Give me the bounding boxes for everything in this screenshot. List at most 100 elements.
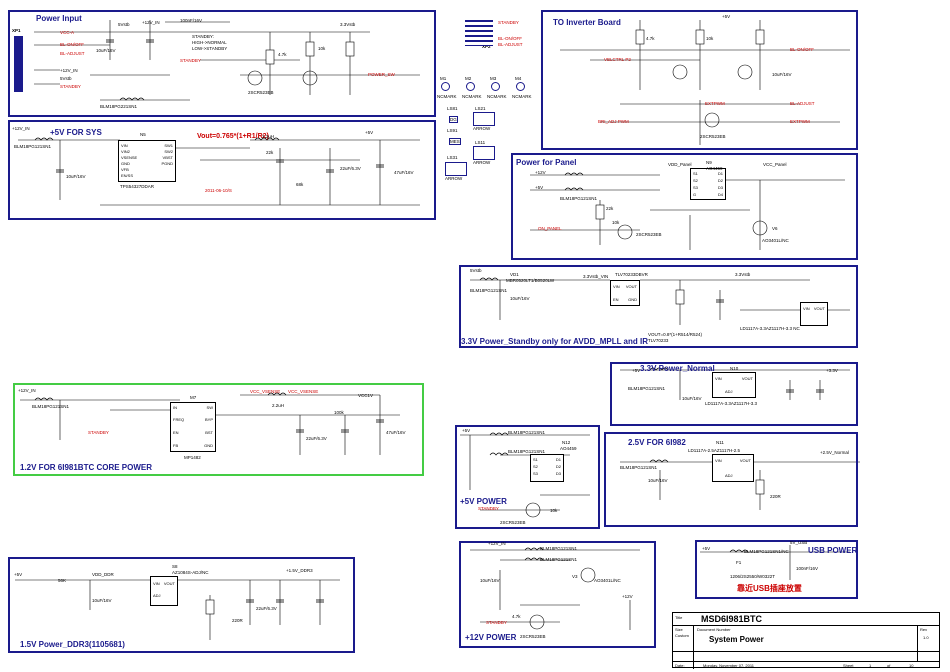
v25-block [604, 432, 858, 527]
ls91-label: LS91 [447, 128, 458, 133]
arrow-ls21 [473, 112, 495, 126]
normal33-n10-name: LD1117A-3.3AZ1117H-3.3 [705, 401, 757, 406]
tb-doc: System Power [709, 635, 764, 644]
xp2-net-standby: STANDBY [498, 20, 519, 25]
usb-5v: +5V [702, 546, 711, 551]
n5-pin-vfb: VFB [121, 167, 129, 172]
xp2-net-bl-onoff: BL-ON/OFF [498, 36, 523, 41]
ddr3-title: 1.5V Power_DDR3(1105681) [20, 640, 125, 649]
n12-ic: S1 S2 S3 D1 D2 D3 [530, 454, 564, 482]
n5-ref: N5 [140, 132, 146, 137]
m7-pin-en: EN [173, 430, 179, 435]
m7-pin-fb: FB [173, 443, 179, 448]
p12v-v3: V3 [572, 574, 578, 579]
n11-pin-vin: VIN [715, 458, 722, 463]
m4-nc: NCMARK [512, 94, 532, 99]
m7-pin-byp: BYP [204, 417, 213, 422]
standby33-vin-net: 3.3Vstb_VIN [583, 274, 609, 279]
m1-label: M1 [440, 76, 447, 81]
ddr3-block [8, 557, 355, 653]
ddr3-c22u: 22uF/6.3V [256, 606, 277, 611]
p12v-c10u: 10uF/16V [480, 578, 500, 583]
ddr3-15v: +1.5V_DDR3 [286, 568, 313, 573]
n5-pin-sw2: SW2 [164, 149, 173, 154]
standby-note-3: LOW->STANDBY [192, 46, 228, 51]
n5-pin-vsense: VSENSE [121, 155, 138, 160]
panel-q: 2SCR523EB [636, 232, 662, 237]
xp2-connector [465, 20, 493, 46]
n9-pin-d3: D3 [717, 185, 723, 190]
panel-r22k: 22k [606, 206, 614, 211]
usb-f1: F1 [736, 560, 742, 565]
core12-block [13, 383, 424, 476]
usb-c100n: 100nF/16V [796, 566, 819, 571]
v6-name: AO3401L/NC [762, 238, 789, 243]
core12-title: 1.2V FOR 6I981BTC CORE POWER [20, 463, 153, 472]
tb-title-label: Title [675, 615, 683, 620]
core12-vcc1v: VCC1V [358, 393, 374, 398]
val-r10k-a: 10k [318, 46, 326, 51]
panel-title: Power for Panel [516, 158, 577, 167]
net-bl-onoff-in: BL-ON/OFF [60, 42, 85, 47]
net-12v-in: +12V_IN [60, 68, 78, 73]
val-c100n-a: 100nF/16V [180, 18, 203, 23]
vout-formula: Vout=0.765*(1+R1/R2) [197, 133, 269, 140]
ddr3-vdd: VDD_DDR [92, 572, 114, 577]
inv-5v: +5V [722, 14, 731, 19]
standby33-title: 3.3V Power_Standby only for AVDD_MPLL an… [461, 337, 648, 346]
ls21-label: LS21 [475, 106, 486, 111]
m7-pin-freq: FREQ [173, 417, 185, 422]
p5v-5vs: +5V [462, 428, 471, 433]
ls81-label: LS81 [447, 106, 458, 111]
tlv-pin-vin: VIN [613, 284, 620, 289]
val-c10u-a: 10uF/16V [96, 48, 116, 53]
title-block: Title MSD6I981BTC Size Custom Document N… [672, 612, 940, 669]
core12-12vin: +12V_IN [18, 388, 36, 393]
n9-pin-g: G [693, 192, 697, 197]
tlv-ic: VIN EN VOUT GND [610, 280, 640, 306]
ddr3-r220r: 220R [232, 618, 243, 623]
net-bri-adj: BRI_ADJ PWM [598, 119, 629, 124]
tb-of: of [887, 663, 891, 668]
p5v-block [455, 425, 600, 529]
net-extpwm-2: EXTPWM [790, 119, 810, 124]
p5v-title: +5V POWER [460, 497, 507, 506]
n11-pin-vout: VOUT [739, 458, 751, 463]
standby33-tlvnote: TLV70233 [648, 338, 669, 343]
n12-ref: N12 [562, 440, 571, 445]
core12-standby: STANDBY [88, 430, 109, 435]
standby33-vd1-name: MBR0520LT1/B0520LW [506, 278, 555, 283]
usb-title: USB POWER [808, 546, 858, 555]
tb-rev-label: Rev [920, 627, 928, 632]
usb-note: 靠近USB插座放置 [737, 584, 802, 593]
net-5vstb-top: 5Vstb [118, 22, 130, 27]
standby33-l: BLM18PG121SN1 [470, 288, 508, 293]
normal33-title: 3.3V Power_Normal [640, 364, 715, 373]
core12-l: BLM18PG121SN1 [32, 404, 70, 409]
val-r47k-a: 4.7k [278, 52, 287, 57]
n10-pin-adj: ADJ [725, 389, 733, 394]
m1-nc: NCMARK [437, 94, 457, 99]
inv-q: 2SCR523EB [700, 134, 726, 139]
v25-title: 2.5V FOR 6I982 [628, 438, 686, 447]
v25-out: +2.5V_Normal [820, 450, 849, 455]
v25-c10u: 10uF/16V [648, 478, 668, 483]
tlv-pin-vout: VOUT [625, 284, 637, 289]
n11-pin-adj: ADJ [725, 473, 733, 478]
core12-c22u: 22uF/6.3V [306, 436, 327, 441]
net-33vstb-top: 3.3Vstb [340, 22, 356, 27]
net-5vstb-in: 5Vstb [60, 76, 72, 81]
inv-r10k: 10k [706, 36, 714, 41]
net-power-sw: POWER_SW [368, 72, 395, 77]
v6-ref: V6 [772, 226, 778, 231]
sys5v-block [8, 120, 436, 220]
standby33-vd1: VD1 [510, 272, 519, 277]
tb-sheet-label: Sheet [843, 663, 854, 668]
tb-size-label: Size [675, 627, 683, 632]
sys5v-r22k: 22k [266, 150, 274, 155]
normal33-l: BLM18PG121SN1 [628, 386, 666, 391]
label-mes: MES [449, 138, 461, 145]
standby33-block [459, 265, 858, 348]
p12v-12v: +12V [622, 594, 633, 599]
